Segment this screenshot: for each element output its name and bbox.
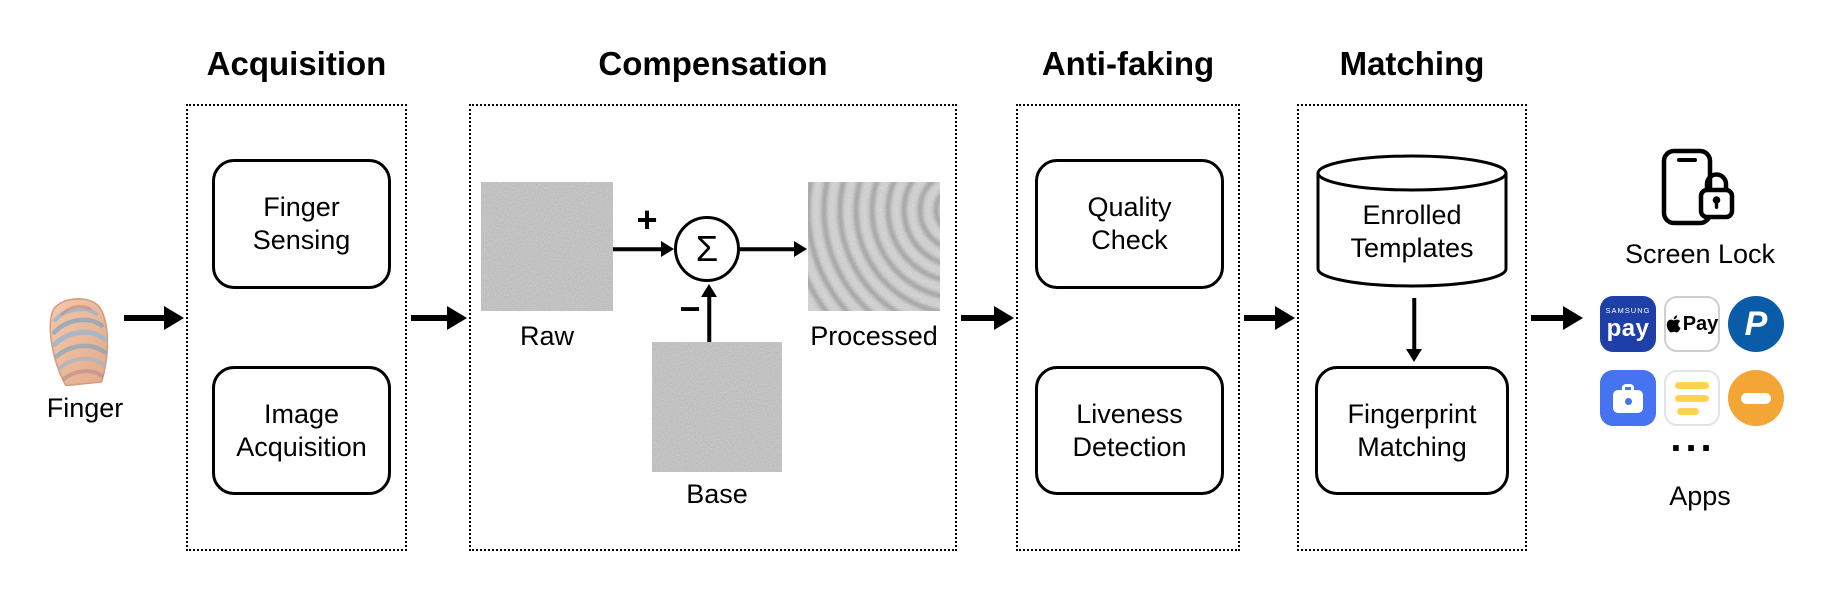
compensation-stage: Raw + Σ − Base bbox=[469, 104, 957, 551]
briefcase-shape bbox=[1613, 383, 1643, 413]
antifaking-title: Anti-faking bbox=[1041, 45, 1215, 82]
arrow-head bbox=[701, 284, 717, 297]
liveness-detection-box: Liveness Detection bbox=[1035, 366, 1224, 495]
notes-line bbox=[1675, 394, 1709, 402]
fingerprint-matching-box: Fingerprint Matching bbox=[1315, 366, 1509, 495]
database-cylinder-icon bbox=[1316, 154, 1508, 288]
arrow-head bbox=[661, 241, 674, 257]
arrow-base-to-sum bbox=[697, 284, 721, 342]
samsung-pay-label: pay bbox=[1606, 314, 1650, 342]
more-apps-ellipsis: ... bbox=[1670, 416, 1716, 460]
notes-line bbox=[1675, 381, 1709, 389]
secure-folder-icon bbox=[1600, 370, 1656, 426]
arrow-acquisition-to-compensation bbox=[411, 303, 467, 333]
processed-fingerprint-image bbox=[808, 182, 940, 311]
acquisition-title: Acquisition bbox=[206, 45, 387, 82]
finger-sensing-label: Finger Sensing bbox=[252, 192, 351, 255]
arrow-head bbox=[1275, 306, 1295, 330]
apple-pay-label: Pay bbox=[1682, 312, 1719, 335]
samsung-pay-icon: SAMSUNG pay bbox=[1600, 296, 1656, 352]
apple-pay-logo-row: Pay bbox=[1666, 312, 1719, 336]
briefcase-handle bbox=[1622, 383, 1634, 392]
arrow-head bbox=[994, 306, 1014, 330]
arrow-shaft bbox=[1244, 315, 1278, 321]
base-caption: Base bbox=[686, 479, 748, 509]
screen-lock-caption: Screen Lock bbox=[1624, 239, 1776, 269]
tray-pill-shape bbox=[1741, 392, 1771, 404]
arrow-head bbox=[1563, 306, 1583, 330]
finger-caption: Finger bbox=[46, 393, 124, 423]
arrow-shaft bbox=[1531, 315, 1566, 321]
paypal-icon: P bbox=[1728, 296, 1784, 352]
samsung-pay-brand-text: SAMSUNG bbox=[1605, 306, 1651, 316]
matching-stage: Enrolled Templates Fingerprint Matching bbox=[1297, 104, 1527, 551]
liveness-detection-label: Liveness Detection bbox=[1072, 398, 1187, 462]
arrow-shaft bbox=[613, 247, 663, 251]
quality-check-box: Quality Check bbox=[1035, 159, 1224, 289]
arrow-antifaking-to-matching bbox=[1244, 303, 1295, 333]
notes-line bbox=[1677, 407, 1699, 415]
arrow-compensation-to-antifaking bbox=[961, 303, 1014, 333]
arrow-shaft bbox=[740, 247, 796, 251]
plus-sign: + bbox=[636, 199, 658, 240]
arrow-finger-to-acquisition bbox=[124, 303, 184, 333]
arrow-shaft bbox=[124, 315, 167, 321]
arrow-matching-to-apps bbox=[1531, 303, 1583, 333]
paypal-label: P bbox=[1744, 305, 1768, 343]
notes-icon bbox=[1664, 370, 1720, 426]
arrow-head bbox=[794, 241, 807, 257]
finger-image bbox=[49, 298, 109, 386]
briefcase-dot bbox=[1624, 397, 1632, 405]
phone-lock-icon bbox=[1661, 148, 1735, 226]
acquisition-stage: Finger Sensing Image Acquisition bbox=[186, 104, 407, 551]
arrow-templates-to-matching bbox=[1402, 298, 1426, 362]
arrow-shaft bbox=[1412, 298, 1416, 351]
arrow-sum-to-processed bbox=[740, 237, 807, 261]
sigma-symbol: Σ bbox=[695, 228, 719, 269]
arrow-shaft bbox=[411, 315, 450, 321]
compensation-title: Compensation bbox=[598, 45, 828, 82]
apple-pay-icon: Pay bbox=[1664, 296, 1720, 352]
apple-logo-icon bbox=[1666, 315, 1681, 333]
image-acquisition-label: Image Acquisition bbox=[236, 398, 367, 462]
apps-caption: Apps bbox=[1669, 481, 1731, 511]
finger-sensing-box: Finger Sensing bbox=[212, 159, 391, 289]
arrow-head bbox=[164, 306, 184, 330]
processed-caption: Processed bbox=[810, 321, 938, 351]
arrow-shaft bbox=[961, 315, 997, 321]
antifaking-stage: Quality Check Liveness Detection bbox=[1016, 104, 1240, 551]
raw-fingerprint-image bbox=[481, 182, 613, 311]
base-fingerprint-image bbox=[652, 342, 782, 472]
quality-check-label: Quality Check bbox=[1087, 192, 1172, 255]
image-acquisition-box: Image Acquisition bbox=[212, 366, 391, 495]
arrow-head bbox=[447, 306, 467, 330]
arrow-raw-to-sum bbox=[613, 237, 674, 261]
matching-title: Matching bbox=[1339, 45, 1485, 82]
minus-sign: − bbox=[679, 288, 701, 329]
enrolled-templates-database: Enrolled Templates bbox=[1315, 180, 1509, 284]
arrow-head bbox=[1406, 349, 1422, 362]
arrow-shaft bbox=[707, 295, 711, 342]
summation-node: Σ bbox=[674, 216, 740, 282]
tray-app-icon bbox=[1728, 370, 1784, 426]
raw-caption: Raw bbox=[519, 321, 574, 351]
fingerprint-matching-label: Fingerprint Matching bbox=[1347, 398, 1477, 462]
enrolled-templates-label: Enrolled Templates bbox=[1350, 200, 1474, 263]
